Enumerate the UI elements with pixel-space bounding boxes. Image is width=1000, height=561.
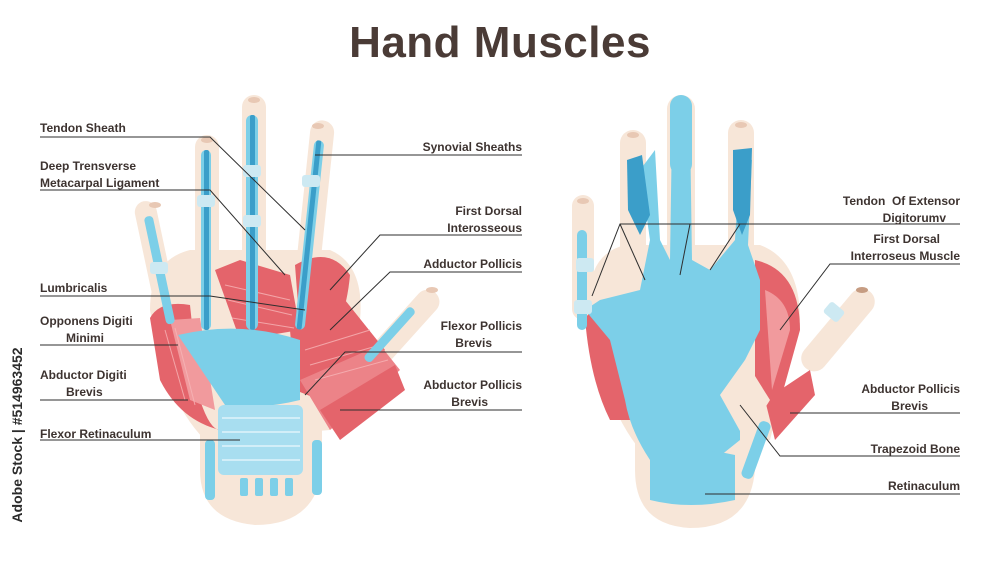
label-tendon-of-extensor-digitorum: Tendon Of Extensor Digitorumv [842, 194, 960, 225]
right-retinaculum-shape [650, 450, 735, 505]
label-deep-transverse-metacarpal-ligament: Deep Trensverse Metacarpal Ligament [40, 159, 160, 190]
right-extensor-tendon-network [585, 125, 760, 500]
left-hand-illustration [134, 95, 440, 525]
label-synovial-sheaths: Synovial Sheaths [422, 140, 522, 154]
left-flexor-retinaculum-shape [218, 405, 303, 475]
label-abductor-pollicis-brevis-left: Abductor Pollicis Brevis [423, 378, 522, 409]
label-flexor-retinaculum: Flexor Retinaculum [40, 427, 152, 441]
label-trapezoid-bone: Trapezoid Bone [870, 442, 960, 456]
leader-lines [40, 136, 960, 495]
label-abductor-digiti-brevis: Abductor Digiti Brevis [40, 368, 127, 399]
label-opponens-digiti-minimi: Opponens Digiti Minimi [40, 314, 133, 345]
label-first-dorsal-interosseous: First Dorsal Interosseous [447, 204, 522, 235]
label-retinaculum: Retinaculum [887, 479, 960, 493]
label-tendon-sheath: Tendon Sheath [40, 121, 126, 135]
left-palmar-aponeurosis [178, 328, 300, 407]
right-thumb [801, 288, 875, 372]
stock-watermark: Adobe Stock | #514963452 [9, 347, 25, 523]
label-flexor-pollicis-brevis: Flexor Pollicis Brevis [440, 319, 522, 350]
label-first-dorsal-interroseus-muscle: First Dorsal Interroseus Muscle [850, 232, 960, 263]
right-abductor-pollicis [765, 370, 815, 440]
right-abductor-digiti [585, 309, 630, 420]
left-abductor-pollicis-brevis [320, 365, 405, 440]
label-lumbricalis: Lumbricalis [40, 281, 108, 295]
right-trapezoid-bone [720, 360, 770, 440]
label-adductor-pollicis: Adductor Pollicis [423, 257, 522, 271]
page-title: Hand Muscles [349, 18, 651, 67]
right-hand-illustration [572, 95, 875, 528]
label-abductor-pollicis-brevis-right: Abductor Pollicis Brevis [861, 382, 960, 413]
